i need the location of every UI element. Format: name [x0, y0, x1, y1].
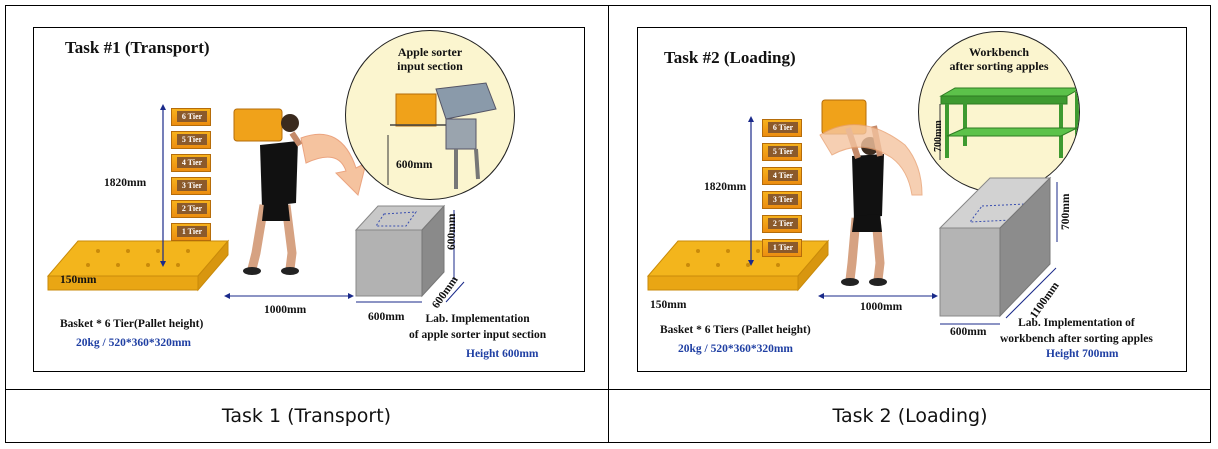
task1-lab-label: Lab. Implementation of apple sorter inpu…: [409, 313, 547, 341]
apple-sorter-machine: [390, 82, 497, 189]
task2-distance-label: 1000mm: [860, 301, 903, 313]
column-divider: [608, 5, 609, 443]
task2-lab-label: Lab. Implementation of workbench after s…: [1000, 317, 1153, 345]
task1-lab-box: [354, 204, 446, 298]
task2-workbench-inset: Workbench after sorting apples 700mm: [918, 31, 1080, 193]
task2-box-width-label: 600mm: [950, 326, 987, 338]
workbench-icon: [939, 87, 1079, 158]
tier-crate: 5 Tier: [762, 143, 802, 161]
task1-sorter-inset: Apple sorter input section 600mm: [345, 30, 515, 200]
task2-pallet: [646, 239, 830, 292]
task1-basket-label: Basket * 6 Tier(Pallet height): [60, 318, 204, 330]
task1-pallet: [46, 239, 230, 292]
tier-crate: 5 Tier: [171, 131, 211, 149]
tier-crate: 2 Tier: [762, 215, 802, 233]
task2-basket-label: Basket * 6 Tiers (Pallet height): [660, 324, 811, 336]
tier-crate: 3 Tier: [762, 191, 802, 209]
tier-crate: 3 Tier: [171, 177, 211, 195]
task1-person-figure: [233, 108, 303, 275]
task1-distance-dimension: [224, 293, 354, 299]
task2-stack-height-label: 1820mm: [704, 181, 747, 193]
tier-crate: 6 Tier: [171, 108, 211, 126]
task2-person-figure: [821, 99, 887, 286]
task1-inset-dimension: [387, 135, 389, 185]
row-divider: [5, 389, 1211, 390]
task2-caption: Task 2 (Loading): [832, 405, 988, 427]
task1-transfer-arrow: [300, 133, 367, 196]
task2-loading-arrow: [819, 124, 923, 196]
tier-crate: 4 Tier: [762, 167, 802, 185]
task1-height-dimension: [160, 104, 166, 267]
task1-caption: Task 1 (Transport): [221, 405, 392, 427]
task2-inset-dim-label: 700mm: [933, 120, 944, 152]
task1-stack-height-label: 1820mm: [104, 177, 147, 189]
task2-title: Task #2 (Loading): [664, 48, 796, 67]
task1-distance-label: 1000mm: [264, 304, 307, 316]
task1-lab-height: Height 600mm: [466, 348, 539, 360]
task1-title: Task #1 (Transport): [65, 38, 210, 57]
tier-crate: 6 Tier: [762, 119, 802, 137]
task1-box-height-label: 600mm: [446, 213, 458, 250]
task1-pallet-height-label: 150mm: [60, 274, 97, 286]
task2-height-dimension: [748, 116, 754, 266]
task2-lab-box: [938, 176, 1052, 318]
task2-basket-spec: 20kg / 520*360*320mm: [678, 343, 793, 355]
task2-inset-dimension: [939, 104, 941, 160]
tier-crate: 1 Tier: [762, 239, 802, 257]
task1-box-dimensions: [356, 210, 465, 303]
tier-crate: 2 Tier: [171, 200, 211, 218]
task2-box-height-label: 700mm: [1060, 193, 1072, 230]
task1-inset-title: Apple sorter input section: [397, 45, 463, 73]
task1-panel: Task #1 (Transport) 6 Tier 5 Tier 4 Tier…: [33, 27, 585, 372]
task2-inset-title: Workbench after sorting apples: [949, 45, 1049, 73]
task2-box-dimensions: [940, 182, 1058, 325]
task2-distance-dimension: [818, 293, 938, 299]
task1-basket-spec: 20kg / 520*360*320mm: [76, 337, 191, 349]
task2-panel: Task #2 (Loading) 6 Tier 5 Tier 4 Tier 3…: [637, 27, 1187, 372]
task2-lab-height: Height 700mm: [1046, 348, 1119, 360]
task1-inset-dim-label: 600mm: [396, 159, 433, 171]
tier-crate: 1 Tier: [171, 223, 211, 241]
task2-pallet-height-label: 150mm: [650, 299, 687, 311]
tier-crate: 4 Tier: [171, 154, 211, 172]
task1-box-width-label: 600mm: [368, 311, 405, 323]
